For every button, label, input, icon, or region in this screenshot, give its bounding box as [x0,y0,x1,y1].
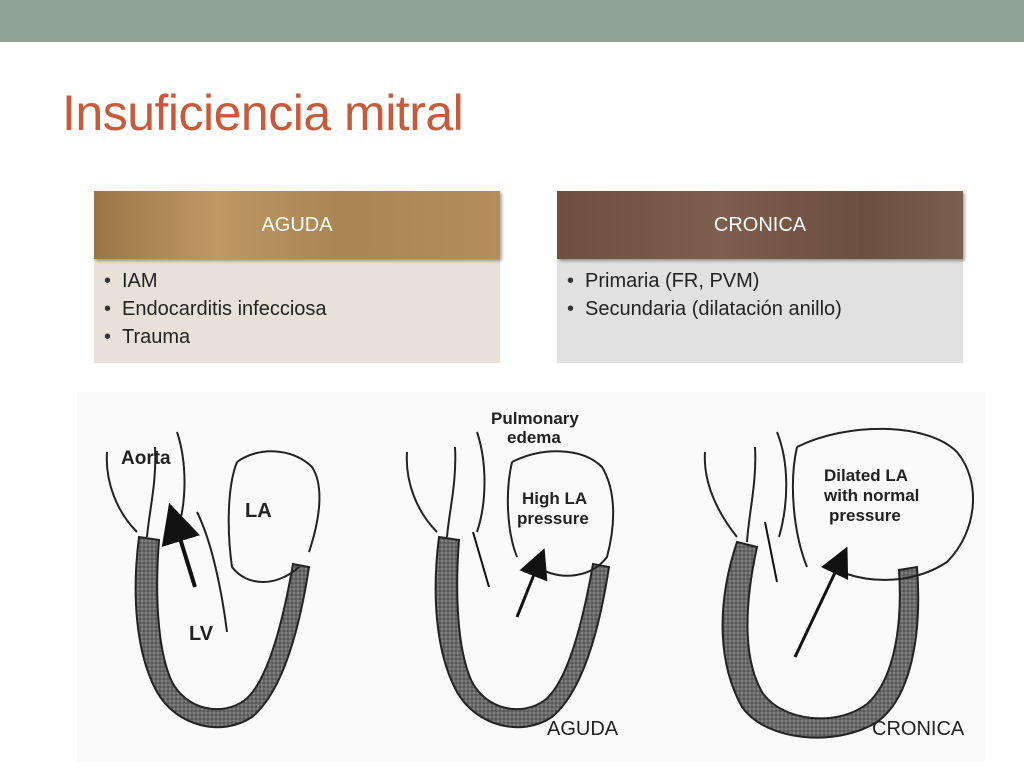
top-accent-bar [0,0,1024,42]
label-dilated-line2: with normal [823,486,919,505]
list-item: Secundaria (dilatación anillo) [565,295,963,323]
card-cronica: CRONICA Primaria (FR, PVM) Secundaria (d… [557,191,963,363]
flow-arrow-normal [161,502,200,588]
card-cronica-body: Primaria (FR, PVM) Secundaria (dilatació… [557,259,963,363]
caption-aguda: AGUDA [547,718,619,740]
card-cronica-list: Primaria (FR, PVM) Secundaria (dilatació… [565,267,963,323]
card-cronica-heading: CRONICA [557,191,963,259]
card-aguda-body: IAM Endocarditis infecciosa Trauma [94,259,500,363]
list-item: Trauma [102,323,500,351]
regurgitant-arrow-cronica [793,546,849,658]
la-outline-normal [227,450,321,583]
aorta-outline-cronica [703,431,788,543]
list-item: Primaria (FR, PVM) [565,267,963,295]
label-edema-line1: Pulmonary [491,409,579,428]
lv-wall-cronica [721,540,920,739]
heart-cronica [703,427,974,739]
label-pressure-line2: pressure [517,509,589,528]
list-item: Endocarditis infecciosa [102,295,500,323]
list-item: IAM [102,267,500,295]
heart-aguda [405,431,615,729]
label-dilated-line1: Dilated LA [824,466,908,485]
label-edema-line2: edema [507,428,561,447]
caption-cronica: CRONICA [872,718,965,740]
card-aguda-list: IAM Endocarditis infecciosa Trauma [102,267,500,351]
slide-title: Insuficiencia mitral [62,85,464,141]
heart-diagram-svg: Aorta LA LV Pulmonary edema High LA pres… [105,409,974,740]
regurgitant-arrow-aguda [515,548,548,618]
flow-arrow-aguda [472,531,490,588]
lv-wall-aguda [434,535,611,729]
heart-normal [105,431,321,729]
aorta-outline-aguda [405,431,486,538]
la-outline-cronica [791,427,974,581]
septum-normal [196,511,228,633]
label-dilated-line3: pressure [829,506,901,525]
label-la-normal: LA [245,500,272,522]
la-outline-aguda [506,450,615,577]
label-pressure-line1: High LA [522,489,587,508]
card-aguda: AGUDA IAM Endocarditis infecciosa Trauma [94,191,500,363]
heart-diagram-figure: Aorta LA LV Pulmonary edema High LA pres… [77,392,985,762]
label-aorta: Aorta [121,448,171,469]
card-aguda-heading: AGUDA [94,191,500,259]
label-lv: LV [189,623,214,645]
lv-wall-normal [134,535,311,729]
flow-arrow-cronica [764,521,778,583]
